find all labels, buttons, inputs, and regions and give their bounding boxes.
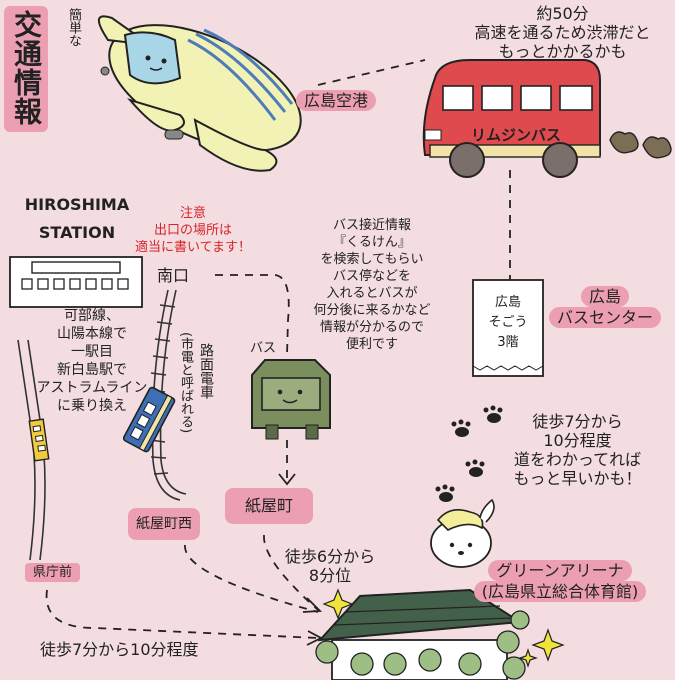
city-bus: [251, 359, 331, 440]
bus-label: バス: [250, 341, 277, 356]
stop-kamiyacho: 紙屋町: [225, 488, 313, 524]
arena-name: グリーンアリーナ: [488, 560, 632, 581]
jr-note-line-5: アストラムライン: [36, 380, 148, 396]
exit-note-line-1: 注意: [179, 206, 206, 221]
station-name: HIROSHIMA STATION: [2, 191, 152, 247]
bus-info-note: バス接近情報 『くるけん』 を検索してもらい バス停などを 入れるとバスが 何分…: [292, 217, 452, 353]
sogo-line-1: 広島: [494, 295, 521, 310]
station-name-line-1: HIROSHIMA: [24, 195, 130, 214]
airport-bus-note-2: もっとかかるかも: [498, 42, 627, 61]
station-to-bus-route: [215, 274, 290, 356]
bus-info-line-1: バス接近情報: [332, 218, 411, 233]
jr-note-line-3: 一駅目: [71, 344, 113, 360]
streetcar: [122, 386, 176, 453]
route-lines: [45, 59, 511, 639]
arena-label: グリーンアリーナ (広島県立総合体育館): [455, 560, 665, 602]
limousine-bus-name: リムジンバス: [470, 126, 561, 144]
kencho-walk-route: [45, 589, 319, 639]
arrowhead-kamiyacho: [278, 473, 296, 486]
exhaust-smoke: [609, 131, 672, 159]
airport-label: 広島空港: [296, 90, 377, 111]
exit-note-line-3: 適当に書いてます！: [135, 240, 251, 255]
dog-mascot: [430, 498, 495, 568]
bus-center-line-1: 広島: [580, 286, 629, 307]
paw-prints: [435, 405, 503, 502]
bus-center-line-2: バスセンター: [548, 307, 661, 328]
airport-bus-note-1: 高速を通るため渋滞だと: [474, 23, 651, 42]
kamiyacho-walk-note: 徒歩6分から 8分位: [280, 547, 380, 585]
sparkle-icons: [322, 588, 565, 668]
jr-note-line-6: に乗り換え: [57, 398, 127, 414]
exit-note-line-2: 出口の場所は: [153, 223, 232, 238]
bus-info-line-8: 便利です: [345, 337, 398, 352]
bus-center-label: 広島 バスセンター: [545, 286, 665, 328]
arena-full-name: (広島県立総合体育館): [473, 581, 647, 602]
station-building: [9, 256, 143, 308]
stop-kencho-mae: 県庁前: [25, 563, 81, 582]
bus-info-line-4: バス停などを: [332, 269, 411, 284]
jr-note-line-2: 山陽本線で: [57, 326, 127, 342]
kencho-walk-note: 徒歩7分から10分程度: [40, 640, 199, 659]
arrowhead-arena-1: [302, 597, 323, 613]
streetcar-note: (市電と呼ばれる): [178, 332, 193, 434]
station-name-line-2: STATION: [38, 223, 116, 242]
bus-center-walk-line-1: 徒歩7分から: [532, 412, 623, 431]
south-exit-label: 南口: [157, 266, 190, 285]
bus-info-line-7: 情報が分かるので: [319, 320, 424, 335]
sogo-line-3: 3階: [497, 335, 519, 350]
bus-info-line-2: 『くるけん』: [333, 235, 411, 250]
bus-center-walk-line-3: 道をわかってれば: [513, 450, 642, 469]
kamiyacho-walk-line-2: 8分位: [308, 566, 352, 585]
nishi-walk-route: [184, 544, 319, 613]
airport-bus-route: [317, 59, 426, 86]
sogo-building: [472, 279, 544, 377]
streetcar-label: 路面電車: [198, 343, 214, 399]
page-title: 交通情報: [4, 6, 48, 132]
airport-bus-time-note: 約50分 高速を通るため渋滞だと もっとかかるかも: [455, 4, 670, 61]
arena-trees: [315, 610, 530, 680]
bus-center-walk-note: 徒歩7分から 10分程度 道をわかってれば もっと早いかも！: [495, 412, 660, 488]
kamiyacho-walk-route: [263, 534, 319, 611]
sogo-line-2: そごう: [488, 315, 528, 330]
exit-note: 注意 出口の場所は 適当に書いてます！: [118, 205, 268, 256]
bus-info-line-6: 何分後に来るかなど: [313, 303, 431, 318]
page-subtitle: 簡単な: [66, 8, 81, 47]
bus-center-walk-line-2: 10分程度: [543, 431, 612, 450]
jr-note-line-4: 新白島駅で: [57, 362, 127, 378]
bus-info-line-5: 入れるとバスが: [326, 286, 418, 301]
stop-kamiyacho-nishi: 紙屋町西: [128, 508, 200, 540]
tram-track-ties: [149, 304, 176, 475]
sogo-label: 広島 そごう 3階: [473, 293, 543, 353]
airplane: [98, 15, 302, 172]
jr-note-line-1: 可部線、: [64, 308, 120, 324]
bus-info-line-3: を検索してもらい: [320, 252, 424, 267]
airport-bus-time: 約50分: [536, 4, 589, 23]
jr-note: 可部線、 山陽本線で 一駅目 新白島駅で アストラムライン に乗り換え: [22, 307, 162, 415]
kamiyacho-walk-line-1: 徒歩6分から: [284, 547, 376, 566]
limousine-bus: [422, 59, 601, 178]
jr-train: [28, 418, 50, 462]
bus-center-walk-line-4: もっと早いかも！: [513, 469, 642, 488]
